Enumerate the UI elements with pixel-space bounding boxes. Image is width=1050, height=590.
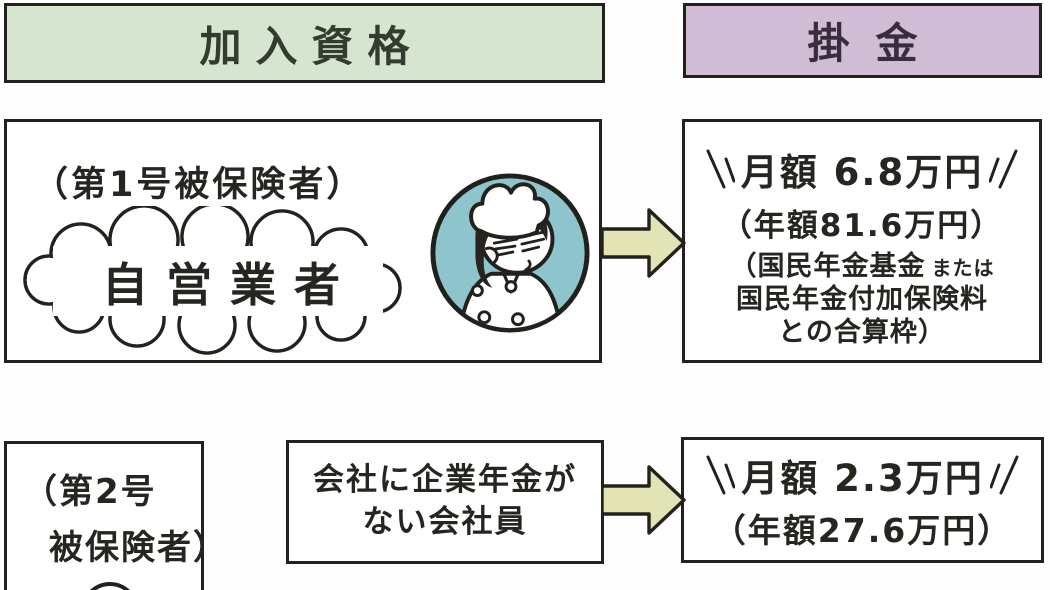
monthly-amount-2: 月額 2.3万円 — [741, 457, 984, 500]
contribution-box-employee: 月額 2.3万円 （年額27.6万円） — [681, 437, 1044, 563]
header-contribution: 掛金 — [683, 3, 1042, 78]
contribution-box-self-employed: 月額 6.8万円 （年額81.6万円） （国民年金基金または 国民年金付加保険料… — [682, 119, 1042, 363]
cutoff-illustration-arc — [81, 582, 139, 590]
monthly-amount-1: 月額 6.8万円 — [740, 151, 984, 194]
monthly-amount-row: 月額 2.3万円 — [705, 448, 1019, 502]
arrow-right-icon — [601, 208, 686, 278]
note-line-3: との合算枠） — [778, 316, 946, 348]
arrow-right-icon — [601, 465, 686, 535]
category1-label: 自営業者 — [102, 258, 358, 312]
header-eligibility-label: 加入資格 — [199, 21, 424, 71]
note-line-1: （国民年金基金 — [729, 251, 926, 282]
monthly-amount-row: 月額 6.8万円 — [705, 142, 1019, 196]
category1-note: （第1号被保険者） — [33, 165, 365, 205]
annual-amount-1: （年額81.6万円） — [720, 208, 1004, 244]
chef-avatar-icon — [430, 173, 590, 333]
emphasis-slashes-left-icon — [706, 455, 736, 495]
emphasis-slashes-right-icon — [989, 149, 1018, 189]
condition-line-1: 会社に企業年金が — [313, 462, 577, 499]
cloud-bubble: 自営業者 — [19, 206, 423, 358]
condition-line-2: ない会社員 — [362, 504, 528, 540]
annual-amount-2: （年額27.6万円） — [712, 511, 1013, 550]
emphasis-slashes-right-icon — [989, 455, 1019, 495]
header-eligibility: 加入資格 — [4, 3, 605, 83]
emphasis-slashes-left-icon — [706, 149, 735, 189]
note-line-2: 国民年金付加保険料 — [736, 283, 988, 315]
category2-note-line2: 被保険者） — [49, 528, 229, 568]
category2-note-line1: （第2号 — [23, 472, 157, 512]
header-contribution-label: 掛金 — [807, 19, 944, 68]
condition-box-employee: 会社に企業年金が ない会社員 — [286, 440, 604, 564]
combined-limit-note: （国民年金基金または 国民年金付加保険料 との合算枠） — [730, 251, 995, 350]
eligibility-box-self-employed: （第1号被保険者） 自営業者 — [4, 119, 602, 363]
note-line-1-small: または — [931, 256, 995, 280]
eligibility-box-category2: （第2号 被保険者） — [4, 441, 227, 590]
cloud-outline — [23, 206, 402, 355]
